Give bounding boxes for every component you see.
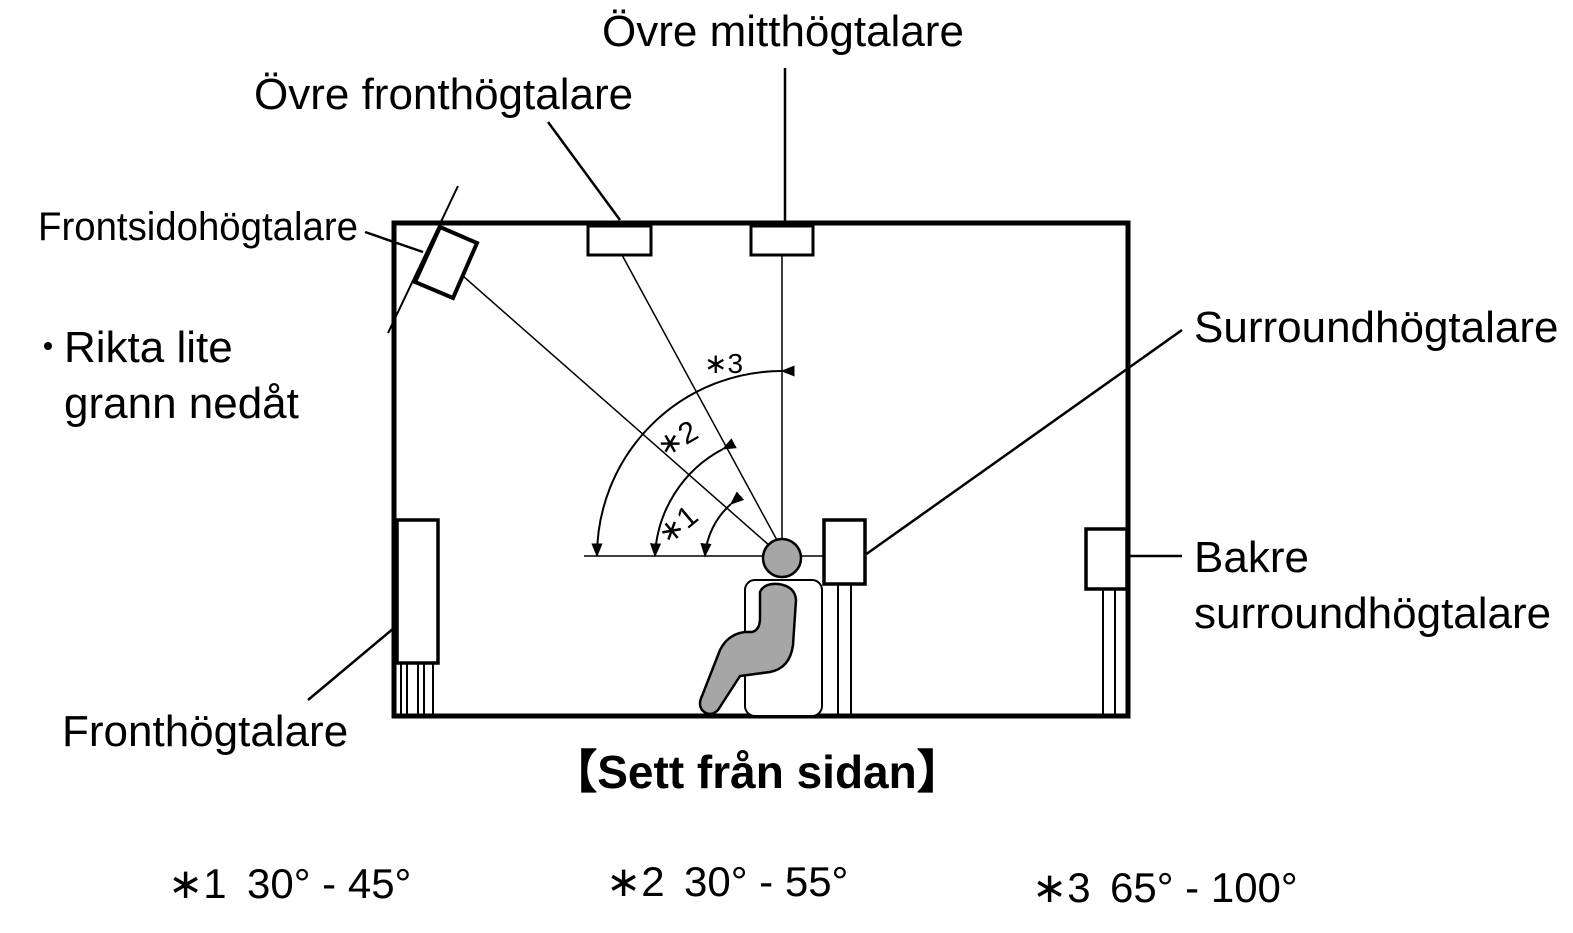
surround-speaker	[822, 328, 1183, 716]
person-body	[698, 582, 798, 716]
bullet	[44, 342, 52, 350]
view-title: 【Sett från sidan】	[551, 746, 963, 798]
surround-back-label-2: surroundhögtalare	[1194, 589, 1551, 638]
top-middle-speaker	[749, 68, 815, 540]
svg-text:30° - 45°: 30° - 45°	[247, 860, 411, 907]
footnote-3: ∗3 65° - 100°	[1032, 864, 1298, 911]
top-middle-label: Övre mitthögtalare	[602, 7, 964, 56]
svg-text:65° - 100°: 65° - 100°	[1110, 864, 1298, 911]
svg-text:∗2: ∗2	[606, 858, 665, 905]
surround-back-label-1: Bakre	[1194, 533, 1309, 582]
top-front-label: Övre fronthögtalare	[254, 70, 633, 119]
aim-note-line1: Rikta lite	[64, 323, 233, 372]
person-head	[761, 537, 803, 579]
angle-mark-2: ∗2	[651, 415, 704, 464]
svg-text:∗1: ∗1	[168, 860, 227, 907]
angle-arcs	[591, 365, 795, 558]
aim-note-line2: grann nedåt	[64, 379, 299, 428]
footnote-1: ∗1 30° - 45°	[168, 860, 411, 907]
top-front-speaker	[546, 121, 779, 543]
surround-label: Surroundhögtalare	[1194, 303, 1558, 352]
angle-mark-1: ∗1	[651, 499, 704, 551]
angle-mark-3: ∗3	[704, 348, 743, 379]
svg-text:∗3: ∗3	[1032, 864, 1091, 911]
listener	[584, 537, 824, 717]
svg-text:30° - 55°: 30° - 55°	[684, 858, 848, 905]
surround-back-speaker	[1084, 527, 1182, 716]
front-wide-label: Frontsidohögtalare	[38, 205, 358, 249]
front-speaker	[307, 518, 440, 716]
footnote-2: ∗2 30° - 55°	[606, 858, 848, 905]
front-label: Fronthögtalare	[62, 707, 348, 756]
